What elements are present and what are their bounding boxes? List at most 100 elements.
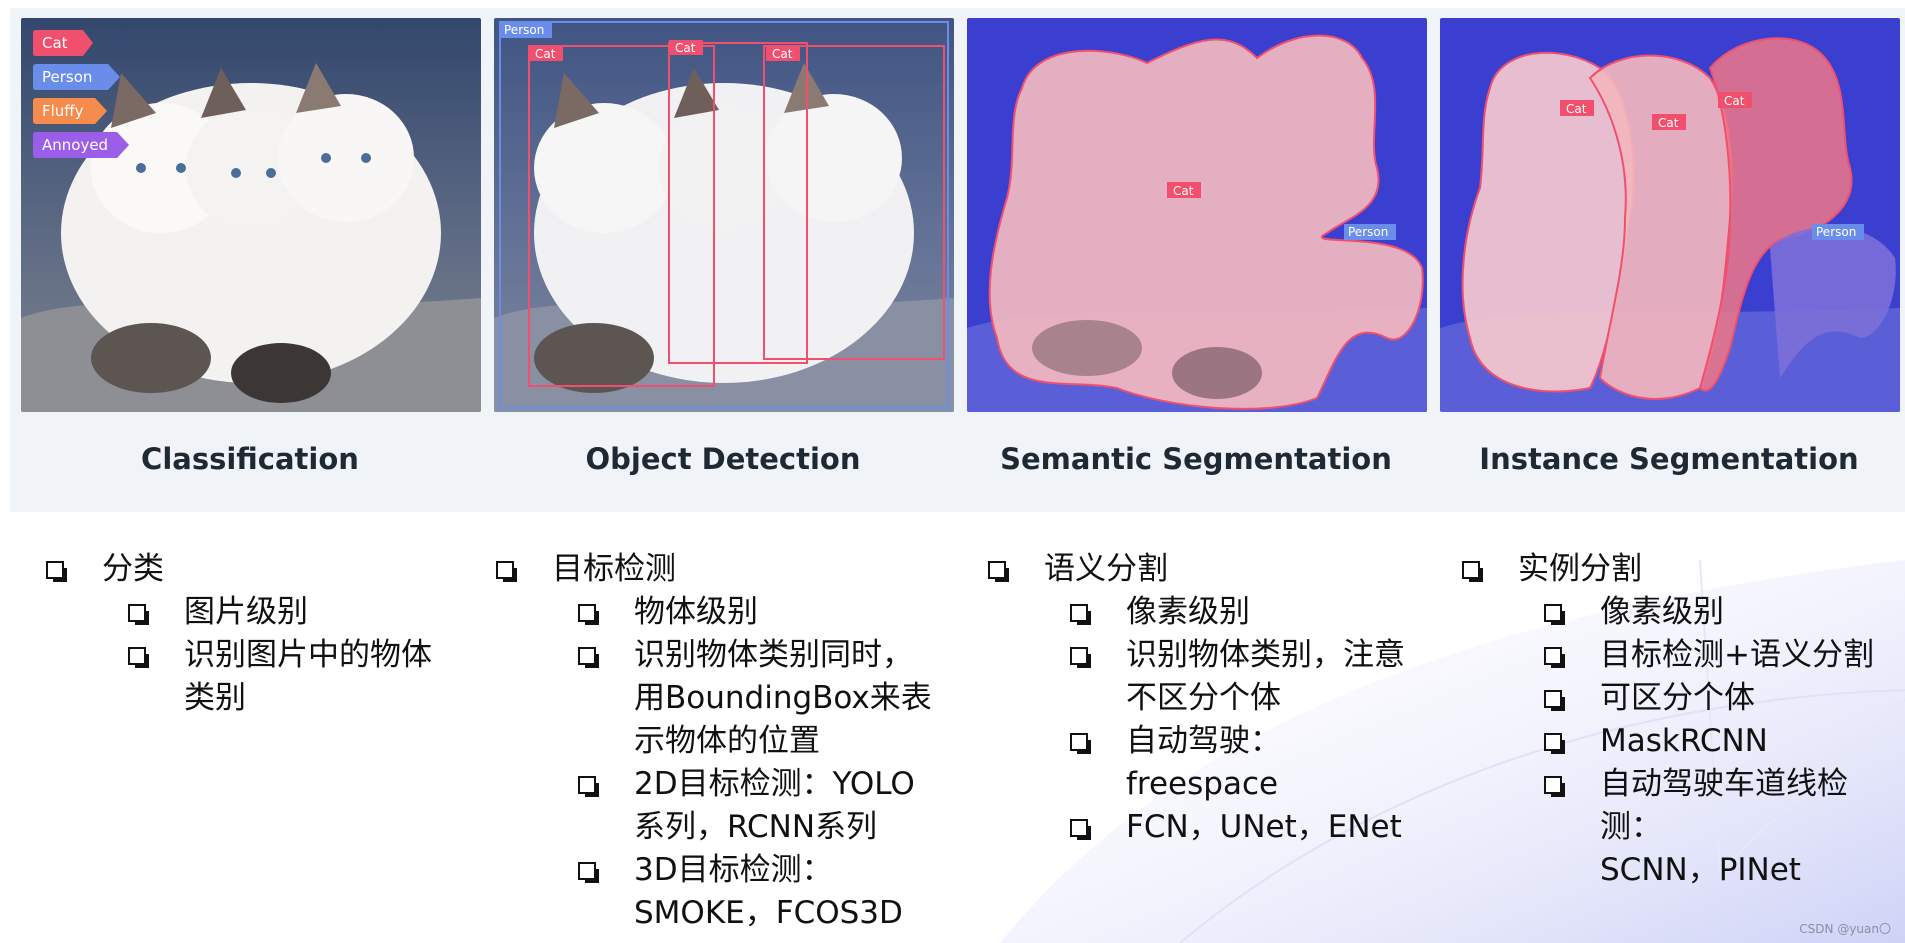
column-classification: 分类 图片级别 识别图片中的物体类别 bbox=[44, 548, 464, 720]
bullet-item: 2D目标检测：YOLO 系列，RCNN系列 bbox=[494, 763, 974, 849]
kittens-illustration bbox=[61, 63, 441, 403]
cat-label-2: Cat bbox=[1658, 116, 1679, 130]
cat-label-bg-3 bbox=[766, 46, 800, 61]
item-text-line: SCNN，PINet bbox=[1600, 852, 1801, 888]
bullet-item: MaskRCNN bbox=[1460, 720, 1900, 763]
checkbox-bullet-icon bbox=[496, 561, 517, 582]
checkbox-bullet-icon bbox=[578, 776, 599, 797]
person-label: Person bbox=[504, 23, 544, 37]
tag-cat-shape bbox=[33, 30, 93, 56]
item-text: 像素级别 bbox=[1126, 594, 1250, 630]
bullet-item: 目标检测+语义分割 bbox=[1460, 634, 1900, 677]
item-text-line: 示物体的位置 bbox=[634, 723, 820, 759]
bullet-item: 物体级别 bbox=[494, 591, 974, 634]
bullet-heading: 实例分割 bbox=[1460, 548, 1900, 591]
item-text-line: 自动驾驶车道线检测： bbox=[1600, 766, 1848, 845]
cat-instance-mask-3 bbox=[1698, 37, 1853, 392]
bullet-item: 像素级别 bbox=[1460, 591, 1900, 634]
item-text-line: 识别图片中的物体 bbox=[184, 637, 432, 673]
column-semantic-segmentation: 语义分割 像素级别 识别物体类别，注意不区分个体 自动驾驶：freespace … bbox=[986, 548, 1446, 849]
cat-label-3: Cat bbox=[772, 47, 793, 61]
bullet-item: 识别图片中的物体类别 bbox=[44, 634, 464, 720]
instance-segmentation-image: Cat Cat Cat Person bbox=[1440, 18, 1900, 412]
checkbox-bullet-icon bbox=[1544, 776, 1565, 797]
cat-bounding-box-3 bbox=[763, 45, 945, 360]
item-text: 像素级别 bbox=[1600, 594, 1724, 630]
item-text-line: 3D目标检测： bbox=[634, 852, 833, 888]
cat-label-bg-2 bbox=[1652, 114, 1686, 130]
classification-image: Cat Person Fluffy Annoyed bbox=[21, 18, 481, 412]
tag-cat: Cat bbox=[33, 30, 93, 56]
object-detection-image: Person Cat Cat Cat bbox=[494, 18, 954, 412]
bullet-item: 可区分个体 bbox=[1460, 677, 1900, 720]
cat-label-bg-2 bbox=[669, 40, 703, 55]
cat-label-bg bbox=[1167, 182, 1201, 198]
tag-fluffy-label: Fluffy bbox=[42, 102, 84, 120]
heading-text: 实例分割 bbox=[1518, 551, 1642, 587]
checkbox-bullet-icon bbox=[578, 862, 599, 883]
panel-title-instance-segmentation: Instance Segmentation bbox=[1479, 442, 1859, 476]
bullet-heading: 分类 bbox=[44, 548, 464, 591]
item-text-line: 自动驾驶： bbox=[1126, 723, 1281, 759]
cat-label-bg-1 bbox=[1560, 100, 1594, 116]
tag-cat-label: Cat bbox=[42, 34, 68, 52]
item-text: 图片级别 bbox=[184, 594, 308, 630]
cat-label-bg-1 bbox=[529, 46, 563, 61]
person-label: Person bbox=[1348, 225, 1388, 239]
cat-segmentation-mask bbox=[988, 34, 1424, 410]
bullet-item: 识别物体类别，注意不区分个体 bbox=[986, 634, 1446, 720]
watermark: CSDN @yuan〇 bbox=[1799, 922, 1891, 936]
cat-bounding-box-1 bbox=[528, 45, 715, 387]
item-text-line: 识别物体类别，注意 bbox=[1126, 637, 1405, 673]
cat-label-1: Cat bbox=[535, 47, 556, 61]
bullet-heading: 语义分割 bbox=[986, 548, 1446, 591]
tag-person-label: Person bbox=[42, 68, 92, 86]
checkbox-bullet-icon bbox=[1544, 690, 1565, 711]
cat-label: Cat bbox=[1173, 184, 1194, 198]
bullet-item: 识别物体类别同时， 用BoundingBox来表示物体的位置 bbox=[494, 634, 974, 763]
person-label-bg bbox=[1812, 224, 1864, 240]
semantic-segmentation-image: Cat Person bbox=[967, 18, 1427, 412]
bullet-item: 3D目标检测： SMOKE，FCOS3D bbox=[494, 849, 974, 935]
cat-label-2: Cat bbox=[675, 41, 696, 55]
item-text-line: 用BoundingBox来表 bbox=[634, 680, 932, 716]
panel-title-object-detection: Object Detection bbox=[585, 442, 861, 476]
person-label-bg bbox=[500, 22, 552, 38]
item-text-line: freespace bbox=[1126, 766, 1279, 802]
cat-label-1: Cat bbox=[1566, 102, 1587, 116]
item-text-line: 识别物体类别同时， bbox=[634, 637, 913, 673]
item-text: FCN，UNet，ENet bbox=[1126, 809, 1402, 845]
item-text: 目标检测+语义分割 bbox=[1600, 637, 1874, 673]
item-text-line: 系列，RCNN系列 bbox=[634, 809, 878, 845]
classification-tags: Cat Person Fluffy Annoyed bbox=[33, 30, 129, 158]
checkbox-bullet-icon bbox=[1544, 604, 1565, 625]
person-instance-mask bbox=[1770, 226, 1896, 378]
checkbox-bullet-icon bbox=[128, 647, 149, 668]
cat-instance-mask-1 bbox=[1461, 51, 1635, 393]
column-instance-segmentation: 实例分割 像素级别 目标检测+语义分割 可区分个体 MaskRCNN 自动驾驶车… bbox=[1460, 548, 1900, 892]
person-bounding-box bbox=[499, 21, 949, 409]
item-text-line: SMOKE，FCOS3D bbox=[634, 895, 903, 931]
checkbox-bullet-icon bbox=[988, 561, 1009, 582]
panel-title-classification: Classification bbox=[141, 442, 359, 476]
checkbox-bullet-icon bbox=[1070, 733, 1091, 754]
person-label: Person bbox=[1816, 225, 1856, 239]
cat-label-3: Cat bbox=[1724, 94, 1745, 108]
checkbox-bullet-icon bbox=[1544, 647, 1565, 668]
heading-text: 目标检测 bbox=[552, 551, 676, 587]
item-text-line: 不区分个体 bbox=[1126, 680, 1281, 716]
panel-title-semantic-segmentation: Semantic Segmentation bbox=[1000, 442, 1392, 476]
tag-annoyed: Annoyed bbox=[33, 132, 129, 158]
checkbox-bullet-icon bbox=[1070, 819, 1091, 840]
bullet-item: 自动驾驶： freespace bbox=[986, 720, 1446, 806]
item-text: MaskRCNN bbox=[1600, 723, 1768, 759]
cat-bounding-box-2 bbox=[668, 42, 808, 364]
bullet-item: 自动驾驶车道线检测： SCNN，PINet bbox=[1460, 763, 1900, 892]
checkbox-bullet-icon bbox=[578, 604, 599, 625]
checkbox-bullet-icon bbox=[128, 604, 149, 625]
bullet-heading: 目标检测 bbox=[494, 548, 974, 591]
item-text-line: 2D目标检测：YOLO bbox=[634, 766, 915, 802]
column-object-detection: 目标检测 物体级别 识别物体类别同时，用BoundingBox来表示物体的位置 … bbox=[494, 548, 974, 935]
checkbox-bullet-icon bbox=[1070, 647, 1091, 668]
